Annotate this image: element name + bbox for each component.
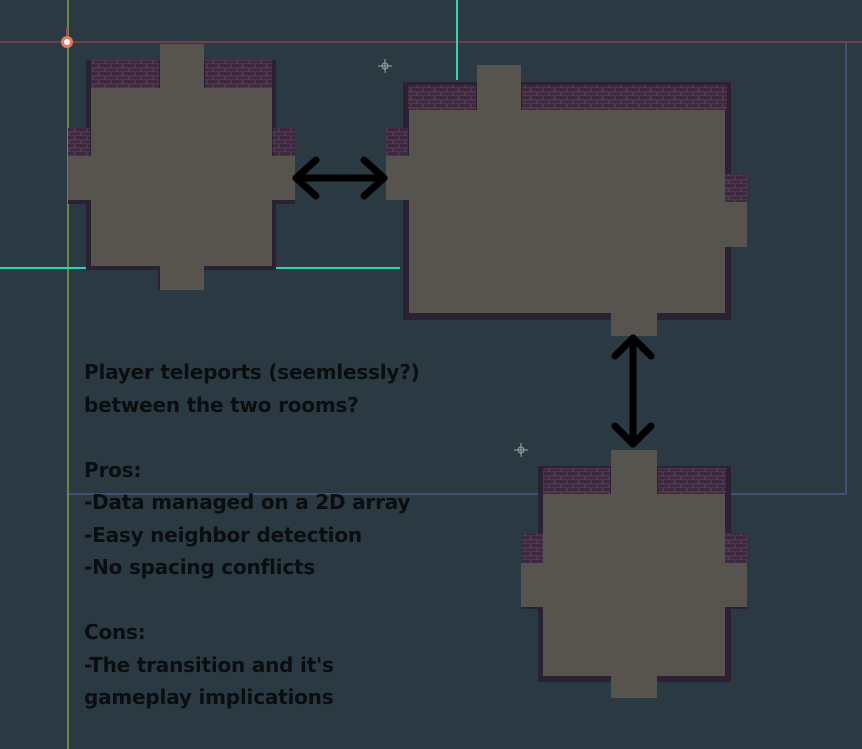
note-line: -No spacing conflicts xyxy=(84,555,316,579)
note-spacer xyxy=(84,421,444,454)
note-line: -Easy neighbor detection xyxy=(84,522,362,547)
note-line: gameplay implications xyxy=(84,685,334,709)
crosshair-icon[interactable] xyxy=(514,443,528,457)
note-heading-pros: Pros: xyxy=(84,457,142,482)
note-line: Player teleports (seemlessly?) xyxy=(84,360,420,384)
room-a[interactable] xyxy=(68,44,295,290)
room-c[interactable] xyxy=(521,450,747,698)
origin-marker-icon[interactable] xyxy=(61,28,73,48)
note-heading-cons: Cons: xyxy=(84,620,146,644)
note-line: -Data managed on a 2D array xyxy=(84,490,411,514)
room-b[interactable] xyxy=(386,65,747,336)
arrow-horizontal xyxy=(292,156,388,200)
crosshair-icon[interactable] xyxy=(378,59,392,73)
design-note: Player teleports (seemlessly?) between t… xyxy=(84,356,444,714)
note-spacer xyxy=(84,584,444,617)
arrow-vertical xyxy=(611,334,655,448)
note-line: between the two rooms? xyxy=(84,392,359,417)
note-line: -The transition and it's xyxy=(84,652,334,677)
